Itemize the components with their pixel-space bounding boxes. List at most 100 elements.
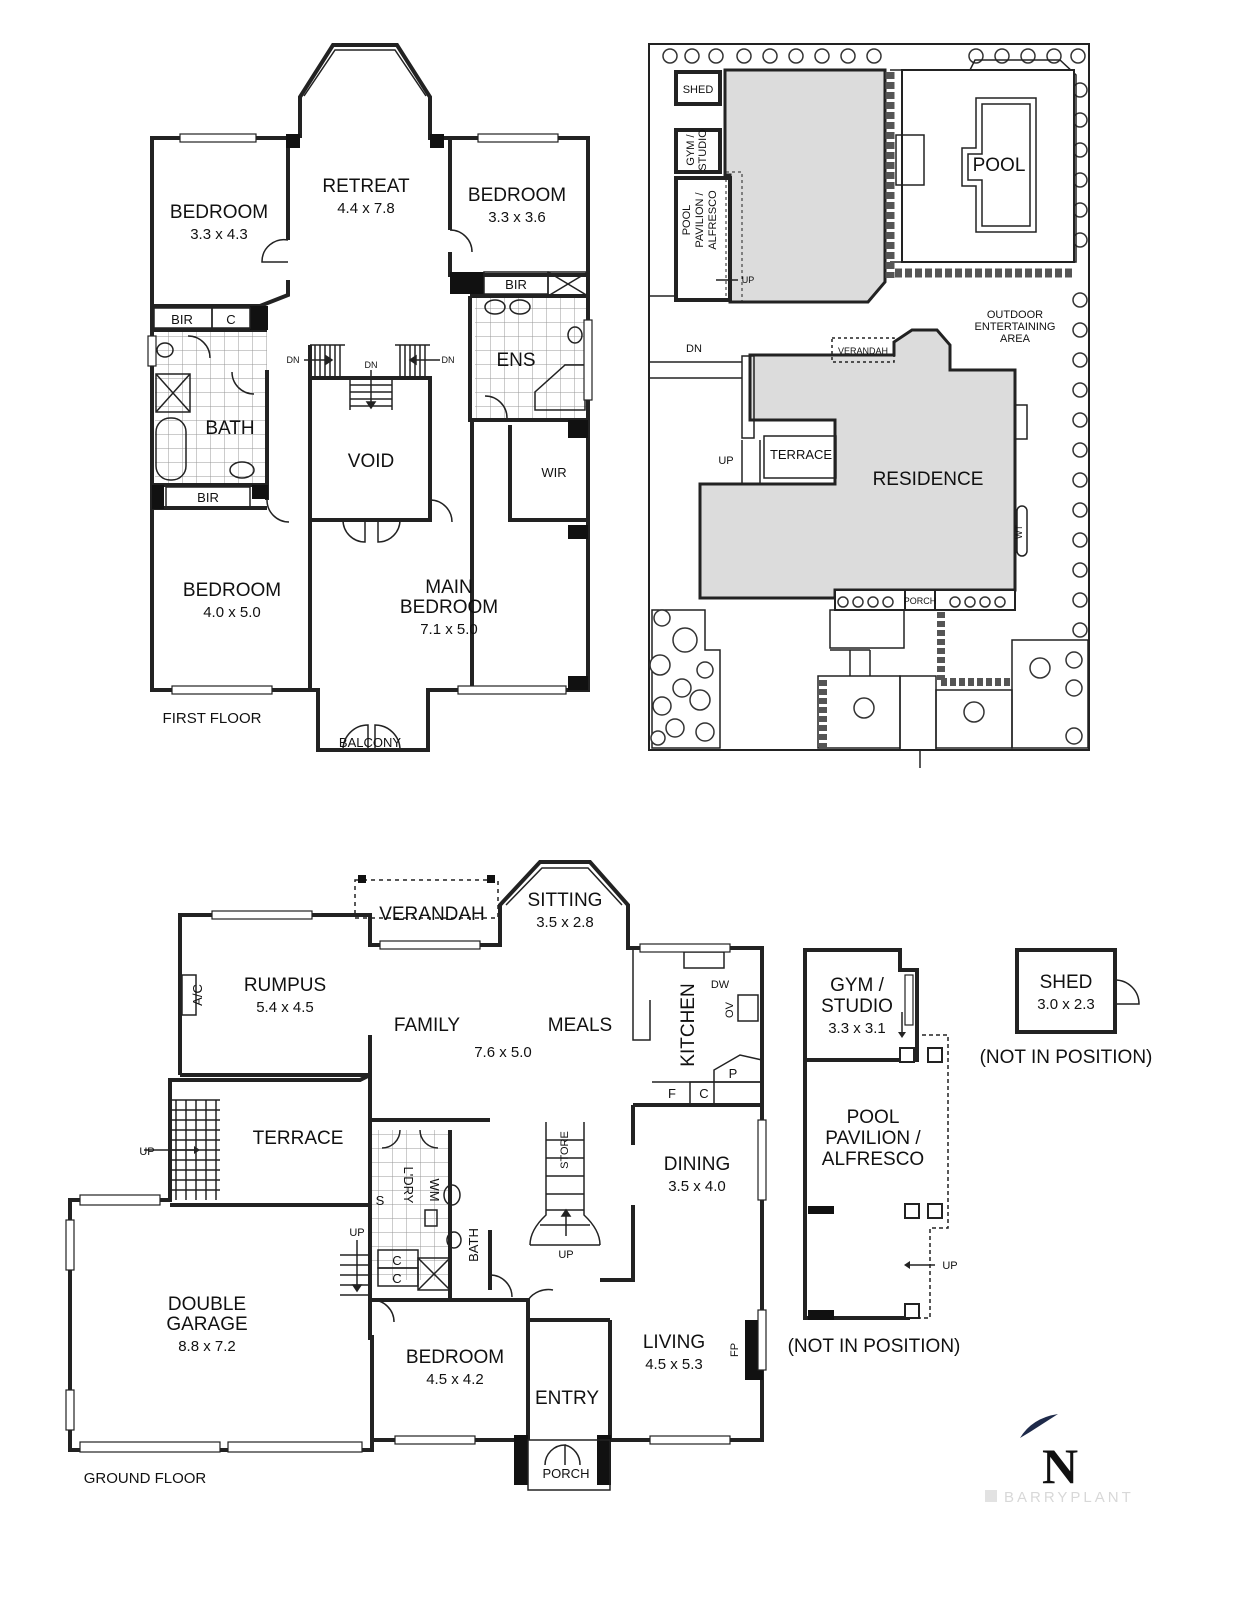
dn-center-label: DN [365, 360, 378, 370]
ground-floor-caption: GROUND FLOOR [84, 1470, 207, 1487]
stairs-up-label: UP [558, 1249, 573, 1261]
store-label: STORE [559, 1131, 571, 1169]
dining-size: 3.5 x 4.0 [668, 1178, 726, 1195]
shed-size: 3.0 x 2.3 [1037, 996, 1095, 1013]
family-label: FAMILY [394, 1015, 460, 1036]
ground-bedroom-size: 4.5 x 4.2 [426, 1371, 484, 1388]
ov-label: OV [724, 1001, 736, 1018]
rumpus-label: RUMPUS [244, 975, 326, 996]
family-meals-size: 7.6 x 5.0 [474, 1044, 532, 1061]
kitchen-label: KITCHEN [678, 983, 699, 1066]
site-verandah-label: VERANDAH [838, 346, 888, 356]
shed-detail [1015, 948, 1140, 1034]
verandah-label: VERANDAH [379, 904, 485, 925]
pavilion-label-3: ALFRESCO [822, 1149, 924, 1170]
garage-label-2: GARAGE [166, 1314, 247, 1335]
gym-size: 3.3 x 3.1 [828, 1020, 886, 1037]
sink-label: S [376, 1193, 385, 1208]
site-terrace-label: TERRACE [770, 447, 832, 462]
bath-label: BATH [205, 418, 254, 439]
outdoor-label-1: OUTDOOR [987, 309, 1043, 321]
gym-label-2: STUDIO [821, 996, 893, 1017]
site-shed-label: SHED [683, 84, 714, 96]
site-plan [648, 43, 1090, 768]
site-dn-label: DN [686, 343, 702, 355]
balcony-label: BALCONY [339, 735, 401, 750]
bir-right-label: BIR [505, 277, 527, 292]
bedroom-sw-size: 4.0 x 5.0 [203, 604, 261, 621]
shed-note: (NOT IN POSITION) [980, 1047, 1153, 1068]
dw-label: DW [711, 979, 730, 991]
dn-right-label: DN [442, 355, 455, 365]
watermark-text: BARRYPLANT [1004, 1489, 1134, 1506]
ac-label: A/C [190, 984, 205, 1006]
bedroom-ne-size: 3.3 x 3.6 [488, 209, 546, 226]
terrace-label: TERRACE [253, 1128, 344, 1149]
ground-bath-label: BATH [466, 1228, 481, 1262]
living-label: LIVING [643, 1332, 705, 1353]
north-mark: N [1042, 1438, 1078, 1494]
sitting-label: SITTING [528, 890, 603, 911]
cupboard-1-label: C [392, 1253, 401, 1268]
outdoor-label-3: AREA [1000, 333, 1031, 345]
gym-pavilion-detail [803, 948, 949, 1320]
ens-label: ENS [496, 350, 535, 371]
bir-top-left-label: BIR [171, 312, 193, 327]
void-label: VOID [348, 451, 394, 472]
wir-label: WIR [541, 465, 566, 480]
rumpus-size: 5.4 x 4.5 [256, 999, 314, 1016]
bedroom-nw-size: 3.3 x 4.3 [190, 226, 248, 243]
laundry-label: L'DRY [401, 1167, 416, 1204]
bir-bottom-left-label: BIR [197, 490, 219, 505]
meals-label: MEALS [548, 1015, 612, 1036]
north-arrow-icon [1020, 1414, 1058, 1438]
residence-label: RESIDENCE [873, 469, 984, 490]
ground-bedroom-label: BEDROOM [406, 1347, 504, 1368]
washing-machine-label: WM [427, 1178, 442, 1201]
retreat-label: RETREAT [322, 176, 410, 197]
outdoor-label-2: ENTERTAINING [975, 321, 1056, 333]
site-gym-label-1: GYM / [685, 133, 697, 165]
entry-label: ENTRY [535, 1388, 599, 1409]
main-bedroom-label-2: BEDROOM [400, 597, 498, 618]
main-bedroom-label-1: MAIN [425, 577, 473, 598]
cupboard-label: C [226, 312, 235, 327]
watermark-logo-icon [985, 1490, 997, 1502]
site-pavilion-label-2: PAVILION / [694, 191, 706, 247]
pavilion-label-2: PAVILION / [825, 1128, 921, 1149]
first-floor-plan [147, 43, 593, 752]
main-bedroom-size: 7.1 x 5.0 [420, 621, 478, 638]
site-up-pavilion-label: UP [742, 275, 755, 285]
pool-label: POOL [973, 155, 1026, 176]
site-up-terrace-label: UP [718, 455, 733, 467]
garage-size: 8.8 x 7.2 [178, 1338, 236, 1355]
kitchen-cupboard-label: C [699, 1086, 708, 1101]
dining-label: DINING [664, 1154, 731, 1175]
cupboard-2-label: C [392, 1271, 401, 1286]
fireplace-label: FP [729, 1343, 741, 1357]
site-porch-label: PORCH [904, 596, 937, 606]
ground-porch-label: PORCH [543, 1466, 590, 1481]
garage-label-1: DOUBLE [168, 1294, 246, 1315]
sitting-size: 3.5 x 2.8 [536, 914, 594, 931]
pavilion-up-label: UP [942, 1260, 957, 1272]
site-wt-label: WT [1014, 525, 1024, 539]
pantry-label: P [729, 1066, 738, 1081]
gym-label-1: GYM / [830, 975, 885, 996]
first-floor-caption: FIRST FLOOR [163, 710, 262, 727]
pavilion-label-1: POOL [847, 1107, 900, 1128]
bedroom-ne-label: BEDROOM [468, 185, 566, 206]
garage-up-label: UP [349, 1227, 364, 1239]
shed-label: SHED [1040, 972, 1093, 993]
ground-floor-plan [65, 860, 767, 1491]
gym-note: (NOT IN POSITION) [788, 1336, 961, 1357]
bedroom-sw-label: BEDROOM [183, 580, 281, 601]
fridge-label: F [668, 1086, 676, 1101]
terrace-up-label: UP [139, 1146, 154, 1158]
living-size: 4.5 x 5.3 [645, 1356, 703, 1373]
dn-left-label: DN [287, 355, 300, 365]
bedroom-nw-label: BEDROOM [170, 202, 268, 223]
site-pavilion-label-1: POOL [681, 205, 693, 236]
site-pavilion-label-3: ALFRESCO [707, 190, 719, 250]
